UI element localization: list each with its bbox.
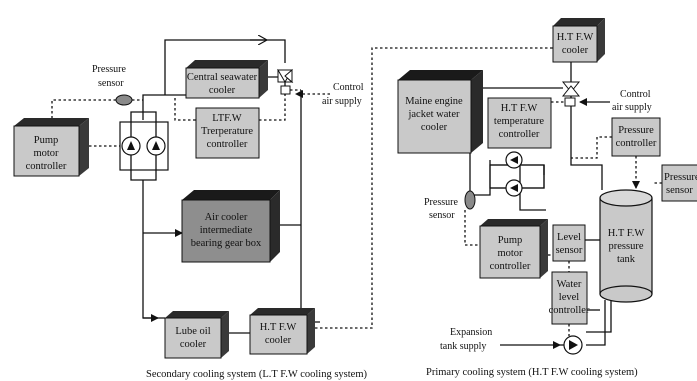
water-level-controller: Water level controller [549,271,590,336]
control-air-r1: Control [620,89,651,100]
htfw-cooler-top: H.T F.W cooler [552,18,605,63]
jacket-cooler-l2: jacket water [407,109,460,120]
jacket-cooler-l3: cooler [421,122,448,133]
secondary-three-way-valve [277,68,301,95]
air-cooler-l1: Air cooler [205,212,248,223]
pressure-ctrl-l1: Pressure [618,125,654,136]
pressure-ctrl-l2: controller [616,138,657,149]
htfw-temperature-controller: H.T F.W temperature controller [487,97,565,149]
secondary-caption: Secondary cooling system (L.T F.W coolin… [146,369,367,380]
ltfw-temperature-controller: LTF.W Trerperature controller [174,94,286,159]
primary-three-way-valve [561,81,610,107]
pressure-sensor-left-primary: Pressure sensor [424,190,480,246]
pp-controller-l1: Pump [498,235,523,246]
secondary-pump-motor-controller: Pump motor controller [13,118,120,177]
air-cooler-l3: bearing gear box [191,238,262,249]
secondary-control-air-supply: Control air supply [295,82,364,107]
tank-l1: H.T F.W [608,228,645,239]
lube-oil-l1: Lube oil [175,326,210,337]
primary-pumps [489,151,545,197]
air-cooler-l2: intermediate [200,225,253,236]
level-sensor-l1: Level [557,232,581,243]
htfw-temp-l3: controller [499,129,540,140]
htfw-bottom-l1: H.T F.W [260,322,297,333]
water-level-l1: Water [557,279,582,290]
pressure-sensor-label-1: Pressure [92,64,126,75]
pump-controller-l1: Pump [34,135,59,146]
primary-pump-motor-controller: Pump motor controller [479,219,553,279]
htfw-temp-l2: temperature [494,116,544,127]
htfw-cooler-bottom: H.T F.W cooler [249,308,315,355]
central-seawater-cooler: Central seawater cooler [185,60,268,99]
pressure-sensor-right: Pressure sensor [652,164,697,202]
jacket-cooler-l1: Maine engine [405,96,463,107]
seawater-cooler-l2: cooler [209,85,236,96]
pressure-sensor-r2: sensor [666,185,693,196]
level-sensor-l2: sensor [556,245,583,256]
pressure-sensor-r1: Pressure [664,172,697,183]
ltfw-controller-l3: controller [207,139,248,150]
lube-oil-l2: cooler [180,339,207,350]
expansion-supply-pump: Expansion tank supply [440,327,583,355]
level-sensor: Level sensor [552,224,586,272]
htfw-temp-l1: H.T F.W [501,103,538,114]
expansion-l1: Expansion [450,327,492,338]
seawater-cooler-l1: Central seawater [187,72,258,83]
main-engine-jacket-cooler: Maine engine jacket water cooler [397,70,483,154]
tank-l2: pressure [609,241,644,252]
tank-l3: tank [617,254,636,265]
primary-caption: Primary cooling system (H.T F.W cooling … [426,367,638,378]
pump-controller-l3: controller [26,161,67,172]
ltfw-controller-l2: Trerperature [201,126,253,137]
inter-system-link [315,47,555,329]
htfw-bottom-l2: cooler [265,335,292,346]
pressure-controller: Pressure controller [570,117,661,189]
ltfw-controller-l1: LTF.W [212,113,241,124]
lube-oil-cooler: Lube oil cooler [164,311,229,359]
pressure-sensor-label-2: sensor [98,78,124,89]
pp-controller-l2: motor [497,248,523,259]
secondary-pumps [119,121,169,171]
water-level-l2: level [559,292,579,303]
secondary-pressure-sensor: Pressure sensor [51,64,143,122]
htfw-pressure-tank: H.T F.W pressure tank [599,189,653,303]
water-level-l3: controller [549,305,590,316]
htfw-top-l1: H.T F.W [557,32,594,43]
primary-control-air-supply: Control air supply [612,89,652,113]
air-cooler-gear-box: Air cooler intermediate bearing gear box [181,190,280,263]
pp-controller-l3: controller [490,261,531,272]
pressure-sensor-l1: Pressure [424,197,458,208]
htfw-top-l2: cooler [562,45,589,56]
expansion-l2: tank supply [440,341,486,352]
pump-controller-l2: motor [33,148,59,159]
control-air-l1: Control [333,82,364,93]
control-air-r2: air supply [612,102,652,113]
pressure-sensor-l2: sensor [429,210,455,221]
control-air-l2: air supply [322,96,362,107]
